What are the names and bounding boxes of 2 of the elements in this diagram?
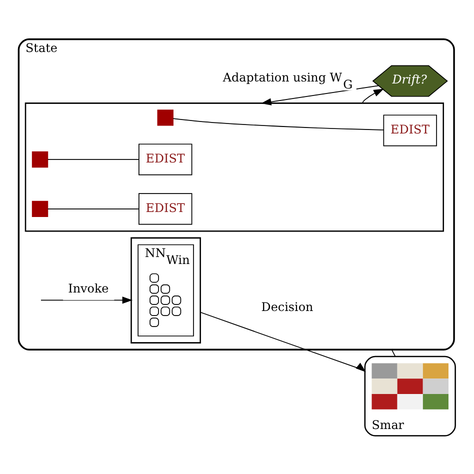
- edge-label: Invoke: [68, 280, 109, 295]
- edge-label: Decision: [261, 300, 314, 314]
